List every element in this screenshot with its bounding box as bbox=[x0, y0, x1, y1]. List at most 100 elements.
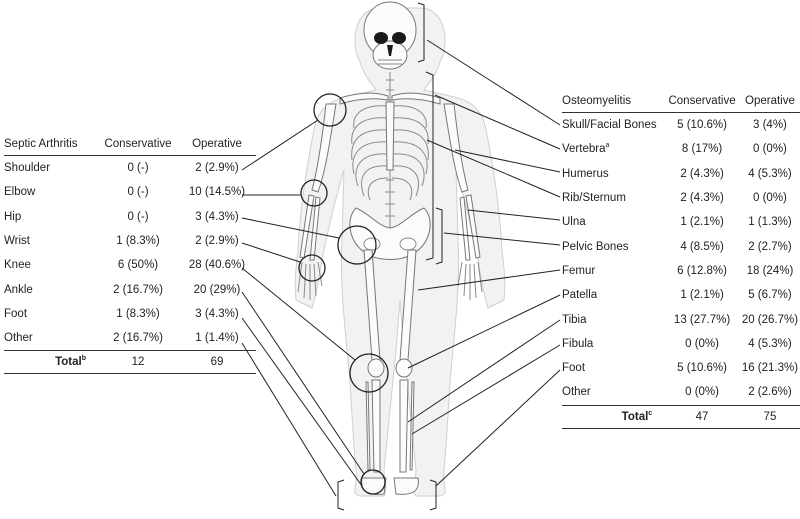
row-label: Knee bbox=[4, 259, 31, 272]
row-label: Shoulder bbox=[4, 162, 51, 175]
table-row: Foot 5 (10.6%) 16 (21.3%) bbox=[562, 356, 800, 380]
foot-bracket-right bbox=[429, 479, 437, 511]
hip-circle bbox=[337, 225, 377, 265]
operative-value: 2 (2.9%) bbox=[195, 162, 239, 175]
table-row: Tibia 13 (27.7%) 20 (26.7%) bbox=[562, 307, 800, 331]
pelvis-bracket bbox=[435, 207, 443, 265]
spine-bracket bbox=[425, 71, 434, 261]
conservative-value: 4 (8.5%) bbox=[680, 240, 724, 253]
total-label: Totalc bbox=[621, 409, 653, 423]
conservative-value: 2 (16.7%) bbox=[113, 283, 163, 296]
row-label: Vertebraa bbox=[562, 142, 610, 156]
row-label: Humerus bbox=[562, 167, 609, 180]
row-label: Foot bbox=[562, 362, 586, 375]
operative-value: 18 (24%) bbox=[746, 264, 794, 277]
col-header: Osteomyelitis bbox=[562, 95, 632, 107]
table-row: Foot 1 (8.3%) 3 (4.3%) bbox=[4, 302, 256, 326]
conservative-value: 0 (-) bbox=[127, 162, 149, 175]
total-conservative: 12 bbox=[131, 356, 145, 369]
operative-value: 3 (4.3%) bbox=[195, 210, 239, 223]
table-row: Fibula 0 (0%) 4 (5.3%) bbox=[562, 332, 800, 356]
row-label: Other bbox=[562, 386, 591, 399]
operative-value: 2 (2.9%) bbox=[195, 235, 239, 248]
row-label: Hip bbox=[4, 210, 22, 223]
table-row: Hip 0 (-) 3 (4.3%) bbox=[4, 205, 256, 229]
conservative-value: 6 (12.8%) bbox=[677, 264, 727, 277]
table-row: Ulna 1 (2.1%) 1 (1.3%) bbox=[562, 210, 800, 234]
elbow-circle bbox=[300, 179, 328, 207]
row-label: Femur bbox=[562, 264, 596, 277]
col-header: Conservative bbox=[104, 138, 172, 150]
total-conservative: 47 bbox=[695, 410, 709, 423]
row-label: Rib/Sternum bbox=[562, 192, 626, 205]
row-label: Skull/Facial Bones bbox=[562, 119, 657, 132]
osteomyelitis-table: Osteomyelitis Conservative Operative Sku… bbox=[562, 90, 800, 429]
operative-value: 0 (0%) bbox=[753, 143, 787, 156]
conservative-value: 13 (27.7%) bbox=[673, 313, 731, 326]
joint-circles bbox=[298, 93, 389, 495]
shoulder-circle bbox=[313, 93, 347, 127]
conservative-value: 1 (8.3%) bbox=[116, 307, 160, 320]
operative-value: 2 (2.7%) bbox=[748, 240, 792, 253]
right-leader-lines bbox=[407, 39, 561, 487]
row-label: Ankle bbox=[4, 283, 33, 296]
conservative-value: 1 (2.1%) bbox=[680, 289, 724, 302]
table-row: Pelvic Bones 4 (8.5%) 2 (2.7%) bbox=[562, 234, 800, 258]
row-label: Foot bbox=[4, 307, 28, 320]
footnote-marker: c bbox=[648, 409, 653, 417]
row-label: Tibia bbox=[562, 313, 587, 326]
operative-value: 28 (40.6%) bbox=[188, 259, 246, 272]
operative-value: 4 (5.3%) bbox=[748, 337, 792, 350]
conservative-value: 2 (4.3%) bbox=[680, 192, 724, 205]
table-header: Septic Arthritis Conservative Operative bbox=[4, 133, 256, 156]
row-label: Other bbox=[4, 332, 33, 345]
conservative-value: 0 (0%) bbox=[685, 337, 719, 350]
col-header: Operative bbox=[745, 95, 795, 107]
left-leader-lines bbox=[241, 119, 365, 497]
conservative-value: 1 (2.1%) bbox=[680, 216, 724, 229]
operative-value: 5 (6.7%) bbox=[748, 289, 792, 302]
footnote-marker: b bbox=[81, 355, 86, 363]
operative-value: 16 (21.3%) bbox=[741, 362, 799, 375]
knee-circle bbox=[349, 353, 389, 393]
row-label: Patella bbox=[562, 289, 598, 302]
total-row: Totalb 12 69 bbox=[4, 350, 256, 374]
row-label: Ulna bbox=[562, 216, 586, 229]
wrist-circle bbox=[298, 254, 326, 282]
conservative-value: 0 (-) bbox=[127, 210, 149, 223]
operative-value: 1 (1.4%) bbox=[195, 332, 239, 345]
col-header: Septic Arthritis bbox=[4, 138, 78, 150]
skeleton bbox=[297, 1, 483, 495]
table-row: Patella 1 (2.1%) 5 (6.7%) bbox=[562, 283, 800, 307]
operative-value: 1 (1.3%) bbox=[748, 216, 792, 229]
operative-value: 2 (2.6%) bbox=[748, 386, 792, 399]
total-label: Totalb bbox=[55, 355, 86, 369]
total-row: Totalc 47 75 bbox=[562, 405, 800, 429]
table-row: Femur 6 (12.8%) 18 (24%) bbox=[562, 259, 800, 283]
conservative-value: 8 (17%) bbox=[681, 143, 723, 156]
brackets bbox=[337, 2, 443, 511]
conservative-value: 0 (0%) bbox=[685, 386, 719, 399]
operative-value: 20 (26.7%) bbox=[741, 313, 799, 326]
total-operative: 75 bbox=[763, 410, 777, 423]
table-row: Skull/Facial Bones 5 (10.6%) 3 (4%) bbox=[562, 113, 800, 138]
conservative-value: 5 (10.6%) bbox=[677, 119, 727, 132]
row-label: Fibula bbox=[562, 337, 594, 350]
table-row: Vertebraa 8 (17%) 0 (0%) bbox=[562, 137, 800, 161]
ankle-circle bbox=[360, 469, 386, 495]
table-row: Shoulder 0 (-) 2 (2.9%) bbox=[4, 156, 256, 181]
operative-value: 3 (4%) bbox=[753, 119, 787, 132]
septic-arthritis-table: Septic Arthritis Conservative Operative … bbox=[4, 133, 256, 374]
table-header: Osteomyelitis Conservative Operative bbox=[562, 90, 800, 113]
row-label: Pelvic Bones bbox=[562, 240, 629, 253]
conservative-value: 6 (50%) bbox=[117, 259, 159, 272]
conservative-value: 5 (10.6%) bbox=[677, 362, 727, 375]
operative-value: 3 (4.3%) bbox=[195, 307, 239, 320]
row-label: Elbow bbox=[4, 186, 36, 199]
